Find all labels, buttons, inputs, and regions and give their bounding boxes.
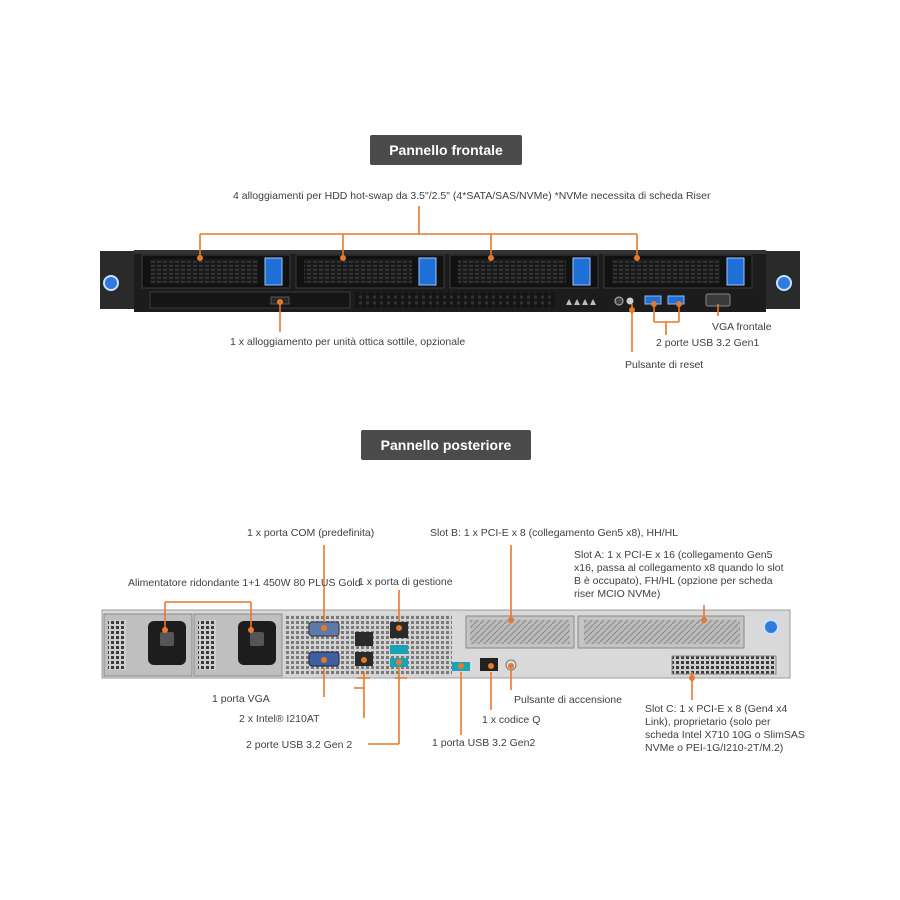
- rear-callouts: [164, 545, 705, 745]
- front-right-thumbscrew[interactable]: [776, 275, 792, 291]
- rear-slot-a-label: Slot A: 1 x PCI-E x 16 (collegamento Gen…: [574, 549, 784, 600]
- psu-2[interactable]: [193, 613, 283, 677]
- psu-1[interactable]: [103, 613, 193, 677]
- rear-slot-b-label: Slot B: 1 x PCI-E x 8 (collegamento Gen5…: [430, 527, 679, 539]
- rear-chassis: [101, 609, 791, 679]
- rear-com-label: 1 x porta COM (predefinita): [247, 527, 375, 539]
- front-reset-label: Pulsante di reset: [625, 359, 704, 371]
- drive-bay-4[interactable]: [603, 254, 753, 289]
- front-optical-bay-label: 1 x alloggiamento per unità ottica sotti…: [230, 336, 466, 348]
- slot-c-bracket[interactable]: [671, 655, 777, 675]
- rear-usb-pair-label: 2 porte USB 3.2 Gen 2: [246, 739, 353, 751]
- drive-latch[interactable]: [726, 257, 745, 286]
- front-hdd-bays-label: 4 alloggiamenti per HDD hot-swap da 3.5"…: [233, 190, 711, 202]
- optical-drive-bay[interactable]: [149, 291, 351, 309]
- drive-latch[interactable]: [572, 257, 591, 286]
- rear-usb-gen2-label: 1 porta USB 3.2 Gen2: [432, 737, 536, 749]
- reset-button[interactable]: [626, 297, 634, 305]
- drive-bay-2[interactable]: [295, 254, 445, 289]
- front-callout-dots: [197, 255, 682, 313]
- front-panel-title: Pannello frontale: [370, 135, 522, 165]
- rear-mgmt-label: 1 x porta di gestione: [358, 576, 453, 588]
- rear-slot-c-label: Slot C: 1 x PCI-E x 8 (Gen4 x4 Link), pr…: [645, 703, 805, 754]
- rear-panel-title: Pannello posteriore: [361, 430, 531, 460]
- rear-lan-label: 2 x Intel® I210AT: [239, 713, 320, 725]
- front-chassis: [100, 250, 800, 312]
- drive-latch[interactable]: [418, 257, 437, 286]
- rear-qcode-label: 1 x codice Q: [482, 714, 541, 726]
- front-usb-label: 2 porte USB 3.2 Gen1: [656, 337, 760, 349]
- rear-power-label: Pulsante di accensione: [514, 694, 622, 706]
- front-vent: [355, 292, 555, 308]
- rear-callout-dots: [162, 617, 707, 681]
- rear-vga-label: 1 porta VGA: [212, 693, 270, 705]
- rear-psu-label: Alimentatore ridondante 1+1 450W 80 PLUS…: [128, 577, 361, 589]
- status-leds: [566, 299, 596, 305]
- lan-port-1[interactable]: [355, 632, 373, 646]
- front-vga-label: VGA frontale: [712, 321, 772, 333]
- front-left-thumbscrew[interactable]: [103, 275, 119, 291]
- drive-bay-1[interactable]: [141, 254, 291, 289]
- drive-latch[interactable]: [264, 257, 283, 286]
- rear-thumbscrew[interactable]: [763, 619, 779, 635]
- rear-usb-port[interactable]: [390, 645, 408, 654]
- drive-bay-3[interactable]: [449, 254, 599, 289]
- power-button-front[interactable]: [614, 296, 624, 306]
